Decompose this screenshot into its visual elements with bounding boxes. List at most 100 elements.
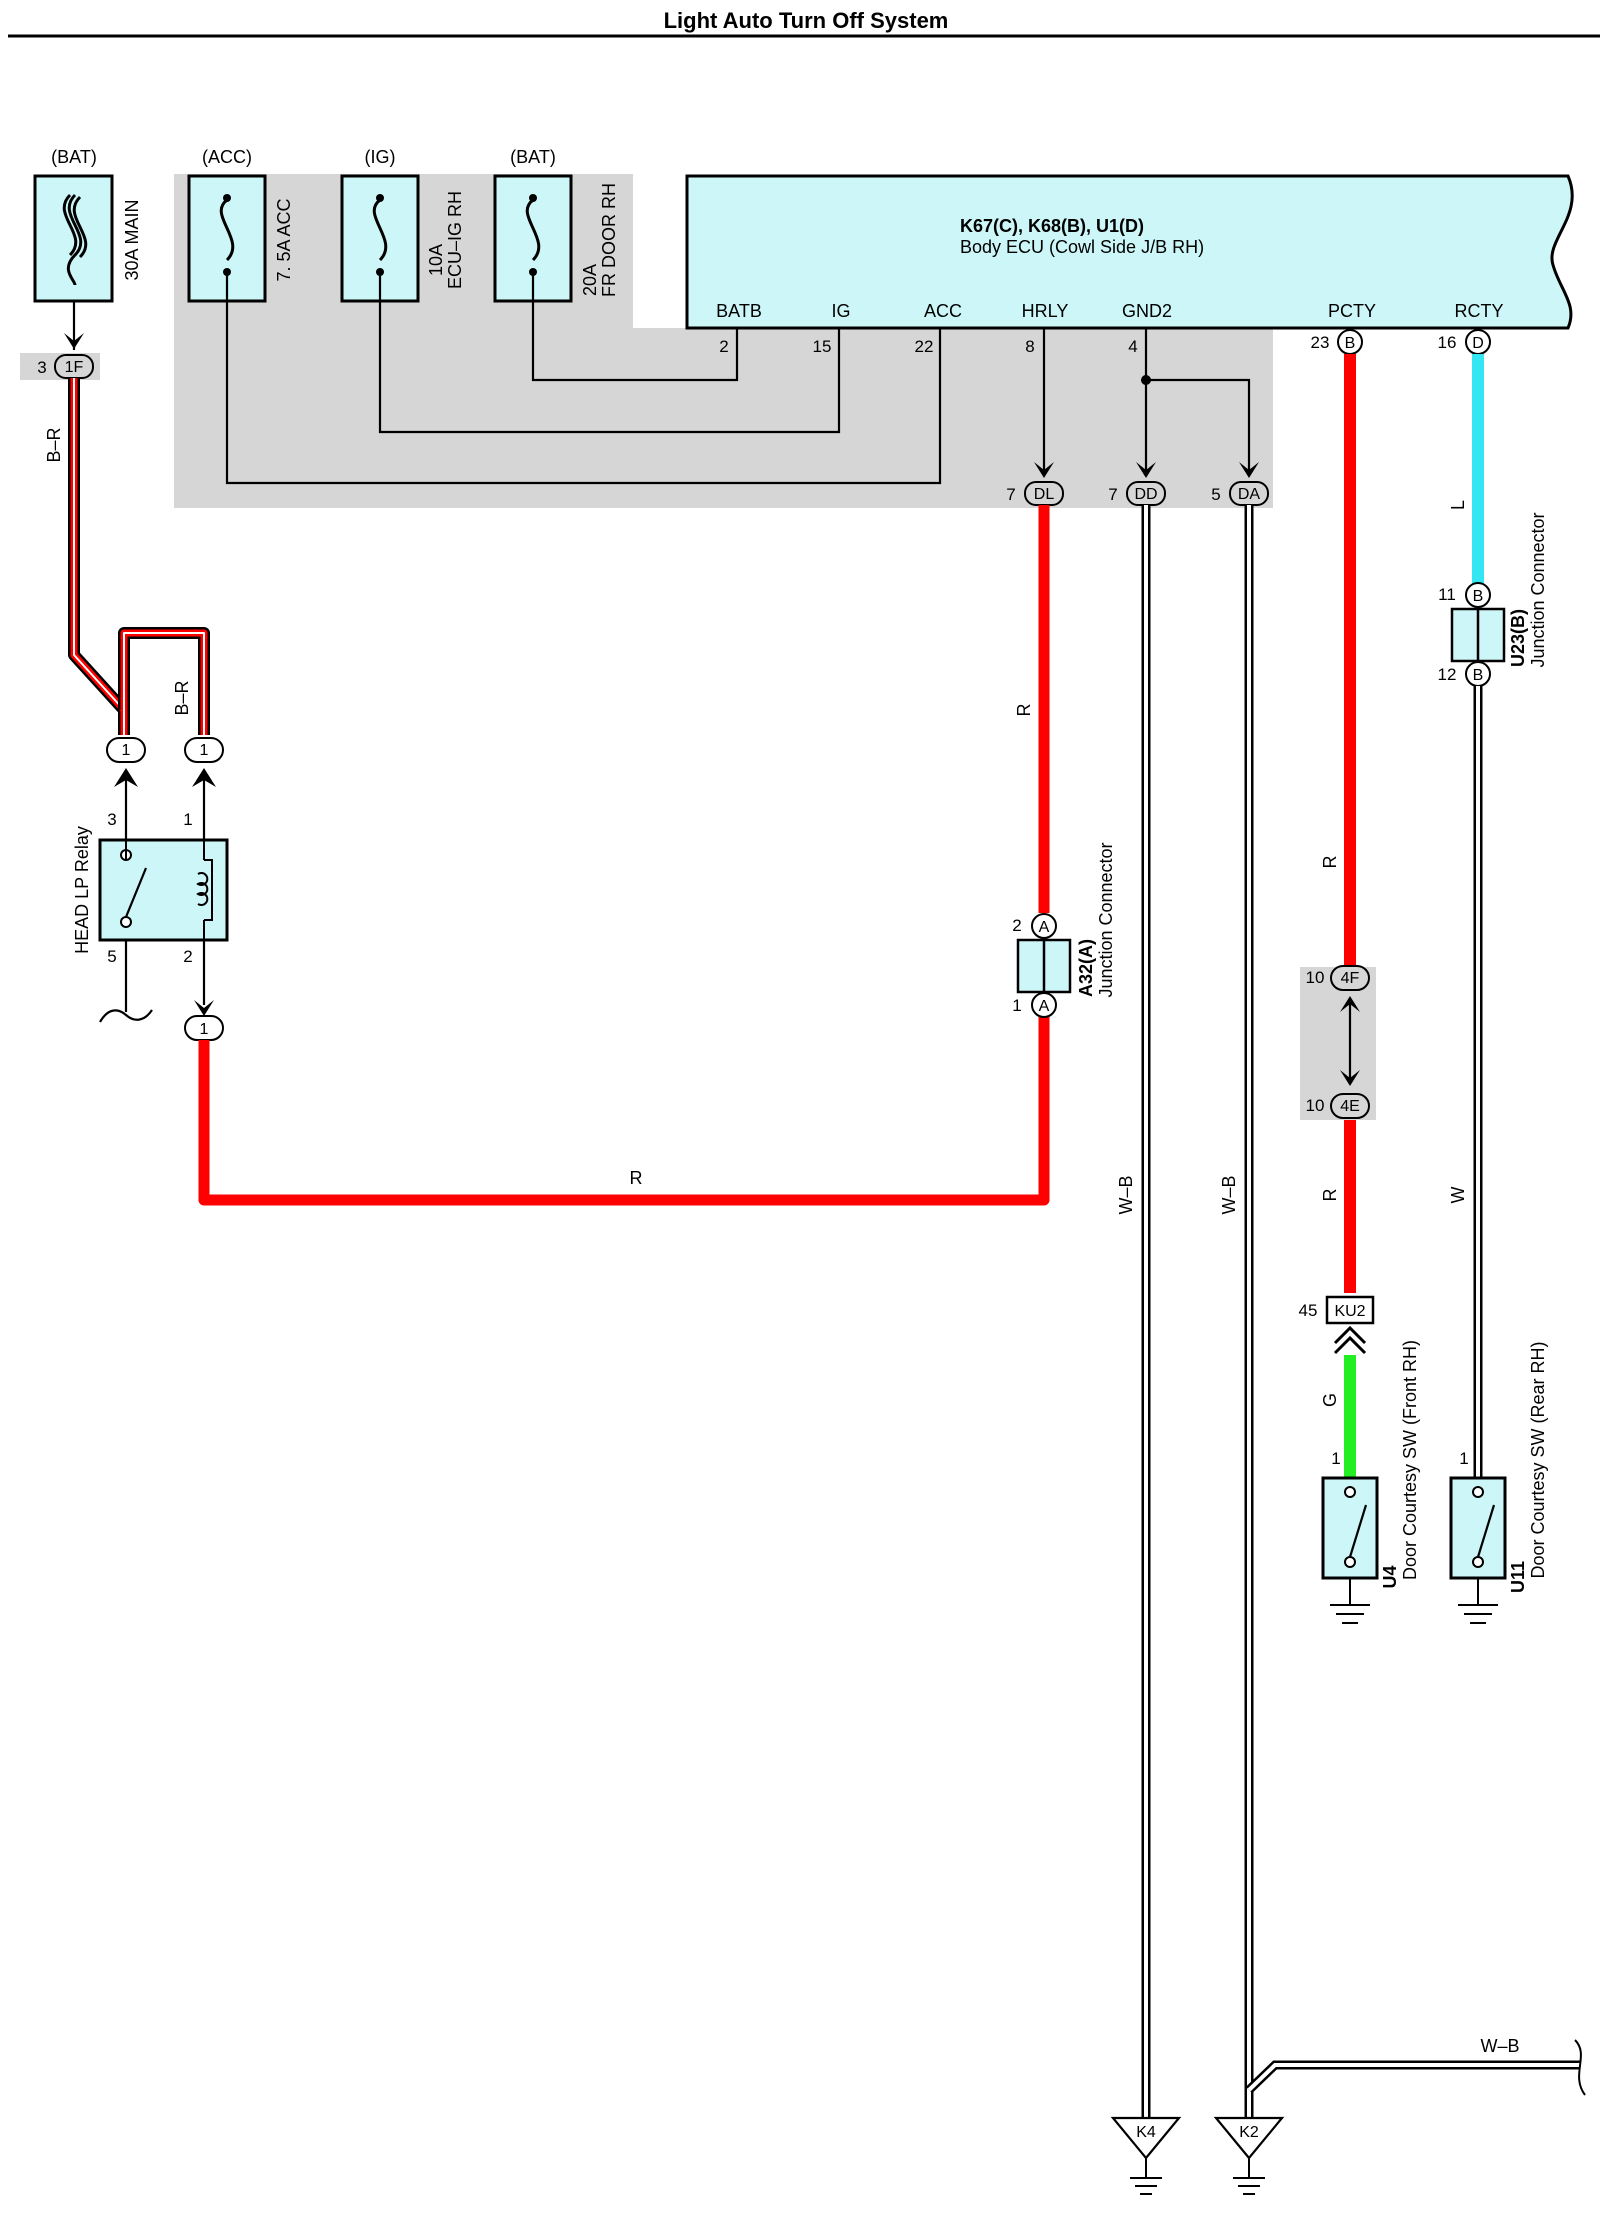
- wire-label-l-rcty: L: [1448, 500, 1468, 510]
- wire-wb-right-branch: W–B: [1245, 2036, 1586, 2096]
- wire-w-rear: W: [1448, 686, 1483, 1478]
- connector-pcty-b: B: [1337, 329, 1363, 355]
- svg-text:4F: 4F: [1341, 970, 1360, 987]
- wire-label-br-main: B–R: [44, 427, 64, 462]
- wire-r-pcty: R R: [1320, 354, 1356, 1293]
- fuse-ig-amp: 10A: [426, 244, 446, 276]
- u4-name: Door Courtesy SW (Front RH): [1400, 1340, 1420, 1580]
- svg-text:1: 1: [122, 742, 131, 759]
- wire-r-hrly: R R: [198, 505, 1050, 1206]
- svg-text:B: B: [1473, 588, 1484, 605]
- jb-internal-wires: [72, 272, 1251, 485]
- svg-text:3: 3: [107, 810, 116, 829]
- svg-text:10: 10: [1306, 968, 1325, 987]
- svg-text:2: 2: [183, 947, 192, 966]
- fuse-acc-source: (ACC): [202, 147, 252, 167]
- svg-text:45: 45: [1299, 1301, 1318, 1320]
- svg-text:7: 7: [1108, 485, 1117, 504]
- jb-arrows: [64, 333, 1259, 478]
- fuse-30a-main: (BAT) 30A MAIN: [33, 147, 142, 303]
- ground-k4: K4: [1110, 2116, 1182, 2195]
- pin-gnd2: 4: [1128, 337, 1137, 356]
- ecu-terminal-pcty: PCTY: [1328, 301, 1376, 321]
- svg-text:B: B: [1473, 667, 1484, 684]
- u4-code: U4: [1380, 1565, 1400, 1588]
- svg-text:12: 12: [1438, 665, 1457, 684]
- svg-text:K2: K2: [1239, 2124, 1259, 2141]
- svg-text:7: 7: [1006, 485, 1015, 504]
- relay-name: HEAD LP Relay: [72, 826, 92, 954]
- svg-text:4E: 4E: [1340, 1098, 1360, 1115]
- u23-name: Junction Connector: [1528, 512, 1548, 667]
- svg-text:DL: DL: [1034, 486, 1055, 503]
- svg-text:B: B: [1345, 335, 1356, 352]
- connector-rcty-d: D: [1465, 329, 1491, 355]
- svg-text:DA: DA: [1238, 486, 1261, 503]
- connector-dl: 7 DL: [1006, 481, 1064, 506]
- fuse-frdoor-amp: 20A: [580, 264, 600, 296]
- wire-label-w-rear: W: [1448, 1187, 1468, 1204]
- ecu-terminal-hrly: HRLY: [1022, 301, 1069, 321]
- wire-label-br-relay: B–R: [172, 680, 192, 715]
- pin-acc: 22: [915, 337, 934, 356]
- connector-dd: 7 DD: [1108, 481, 1166, 506]
- svg-text:10: 10: [1306, 1096, 1325, 1115]
- svg-text:D: D: [1472, 335, 1484, 352]
- ecu-terminal-gnd2: GND2: [1122, 301, 1172, 321]
- fuse-ig-name: ECU–IG RH: [445, 191, 465, 289]
- svg-text:2: 2: [1012, 916, 1021, 935]
- inline-connector-ku2: 45 KU2: [1299, 1295, 1375, 1355]
- ecu-terminal-rcty: RCTY: [1455, 301, 1504, 321]
- wire-label-wb-k4: W–B: [1116, 1175, 1136, 1214]
- fuse-main-source: (BAT): [51, 147, 97, 167]
- svg-text:1: 1: [1459, 1449, 1468, 1468]
- svg-text:5: 5: [107, 947, 116, 966]
- wire-label-wb-right: W–B: [1480, 2036, 1519, 2056]
- svg-text:K4: K4: [1136, 2124, 1156, 2141]
- svg-text:1: 1: [1331, 1449, 1340, 1468]
- svg-text:1: 1: [200, 742, 209, 759]
- head-lp-relay: 3 1 HEAD LP Relay 5 2 1: [72, 810, 229, 1041]
- svg-text:5: 5: [1211, 485, 1220, 504]
- wire-label-r-hrly: R: [1014, 704, 1034, 717]
- wire-label-r-pcty-upper: R: [1320, 856, 1340, 869]
- wire-label-r-pcty-lower: R: [1320, 1189, 1340, 1202]
- svg-text:1: 1: [183, 810, 192, 829]
- svg-text:1: 1: [200, 1021, 209, 1038]
- wire-wb-k2: W–B: [1219, 505, 1254, 2120]
- u23-code: U23(B): [1508, 609, 1528, 667]
- relay-input-connectors: 1 1: [106, 737, 224, 840]
- fuse-frdoor-name: FR DOOR RH: [599, 183, 619, 297]
- fuse-main-name: 30A MAIN: [122, 199, 142, 280]
- fuse-ig-source: (IG): [365, 147, 396, 167]
- ecu-terminal-ig: IG: [831, 301, 850, 321]
- svg-text:1: 1: [1012, 996, 1021, 1015]
- wire-wb-k4: W–B: [1116, 505, 1151, 2120]
- wire-l-rcty: L: [1448, 354, 1484, 585]
- pin-batb: 2: [719, 337, 728, 356]
- switch-u11: 1 U11 Door Courtesy SW (Rear RH): [1449, 1341, 1548, 1624]
- fuse-7-5a-acc: (ACC) 7. 5A ACC: [187, 147, 294, 303]
- pin-pcty: 23: [1311, 333, 1330, 352]
- junction-connector-a32: 2 A 1 A A32(A) Junction Connector: [1012, 842, 1116, 1018]
- diagram-title: Light Auto Turn Off System: [664, 8, 949, 33]
- pin-rcty: 16: [1438, 333, 1457, 352]
- body-ecu: K67(C), K68(B), U1(D) Body ECU (Cowl Sid…: [685, 174, 1574, 330]
- svg-text:DD: DD: [1134, 486, 1157, 503]
- ecu-name: Body ECU (Cowl Side J/B RH): [960, 237, 1204, 257]
- wire-label-g-front: G: [1320, 1393, 1340, 1407]
- wire-g-front: G: [1320, 1355, 1356, 1478]
- u11-code: U11: [1508, 1561, 1528, 1593]
- a32-code: A32(A): [1076, 939, 1096, 997]
- switch-u4: 1 U4 Door Courtesy SW (Front RH): [1321, 1340, 1420, 1624]
- fuse-acc-name: 7. 5A ACC: [274, 198, 294, 281]
- a32-name: Junction Connector: [1096, 842, 1116, 997]
- fuse-20a-fr-door-rh: (BAT) 20A FR DOOR RH: [493, 147, 619, 303]
- svg-text:A: A: [1039, 998, 1050, 1015]
- fuse-10a-ecu-ig-rh: (IG) 10A ECU–IG RH: [340, 147, 465, 303]
- ecu-terminal-acc: ACC: [924, 301, 962, 321]
- ecu-code: K67(C), K68(B), U1(D): [960, 216, 1144, 236]
- svg-text:11: 11: [1438, 585, 1456, 604]
- wire-label-r-bottom: R: [630, 1168, 643, 1188]
